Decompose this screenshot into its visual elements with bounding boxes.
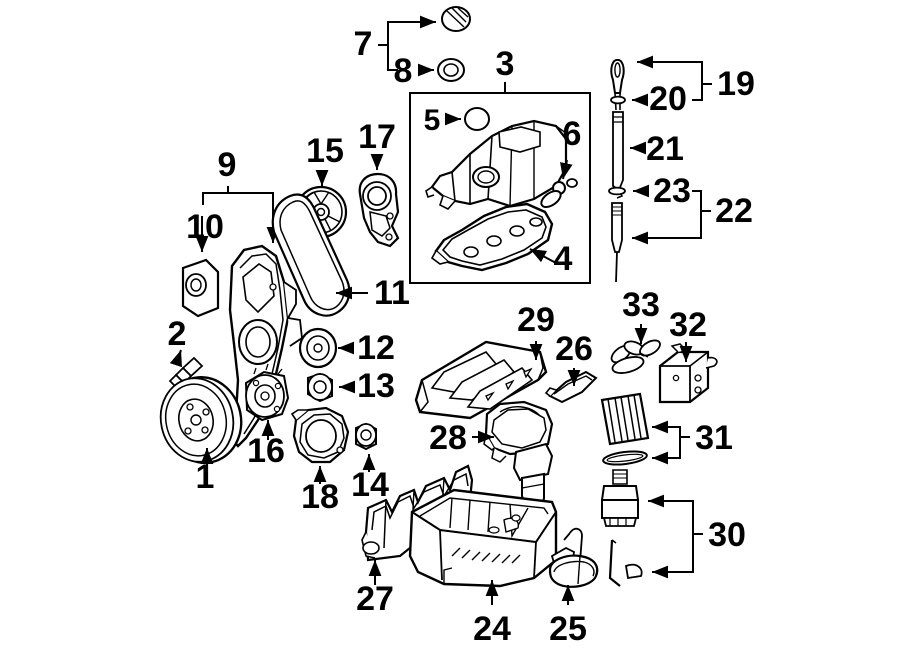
part-dipstick	[610, 59, 626, 199]
callout-labels: 1 2 3 4 5 6 7 8 9 10 11 12 13 14 15 16 1…	[168, 25, 755, 648]
part-belt-tensioner-bracket	[358, 172, 400, 248]
leader-7-bracket	[378, 15, 436, 71]
callout-14: 14	[351, 466, 389, 504]
callout-24: 24	[473, 610, 511, 648]
callout-17: 17	[358, 118, 396, 156]
leader-31-bracket	[652, 420, 690, 465]
callout-28: 28	[429, 419, 467, 457]
part-crankshaft-sprocket	[244, 363, 290, 422]
part-oil-filter-element	[600, 392, 650, 446]
callout-27: 27	[356, 580, 394, 618]
callout-21: 21	[646, 130, 684, 168]
part-oil-filler-cap-gasket	[437, 58, 465, 82]
callout-23: 23	[653, 172, 691, 210]
part-oil-pan	[408, 488, 558, 588]
valve-cover-group-box	[409, 82, 591, 284]
part-oil-filler-cap	[441, 6, 471, 32]
leader-4	[529, 248, 557, 264]
callout-30: 30	[708, 516, 746, 554]
leader-6	[560, 159, 573, 180]
callout-29: 29	[517, 301, 555, 339]
callout-2: 2	[168, 315, 187, 353]
callout-3: 3	[496, 45, 515, 83]
callout-15: 15	[306, 132, 344, 170]
part-dipstick-tube	[608, 186, 626, 283]
callout-9: 9	[218, 146, 237, 184]
callout-12: 12	[357, 329, 395, 367]
callout-6: 6	[563, 115, 582, 153]
callout-1: 1	[196, 458, 215, 496]
part-timing-belt	[271, 193, 351, 317]
callout-11: 11	[374, 274, 410, 312]
part-tensioner-pulley	[307, 372, 333, 403]
callout-5: 5	[424, 104, 441, 137]
part-valve-cover	[425, 119, 568, 210]
leader-22-bracket	[632, 190, 711, 245]
callout-25: 25	[549, 610, 587, 648]
callout-13: 13	[357, 367, 395, 405]
callout-31: 31	[695, 419, 733, 457]
callout-16: 16	[247, 432, 285, 470]
part-timing-cover-lower	[181, 258, 220, 318]
callout-26: 26	[555, 330, 593, 368]
callout-4: 4	[554, 240, 573, 278]
part-oil-pressure-switch	[600, 469, 640, 527]
part-oil-cooler	[658, 343, 718, 404]
callout-33: 33	[622, 286, 660, 324]
callout-22: 22	[715, 192, 753, 230]
part-front-oil-seal-housing	[290, 406, 350, 464]
callout-20: 20	[649, 80, 687, 118]
callout-7: 7	[354, 25, 373, 63]
callout-18: 18	[301, 478, 339, 516]
callout-32: 32	[669, 306, 707, 344]
part-bushing	[355, 422, 377, 451]
part-oil-filler-seal	[464, 107, 490, 131]
part-oil-cooler-lines	[610, 339, 661, 374]
part-oil-filter-gasket	[602, 450, 648, 466]
callout-19: 19	[717, 65, 755, 103]
part-oil-pump-pickup-tube	[548, 527, 599, 588]
part-oil-pressure-switch-clip	[608, 539, 643, 587]
part-valve-cover-gasket	[430, 202, 554, 272]
leader-30-bracket	[648, 494, 703, 579]
part-spark-plug-tube-seal	[540, 178, 578, 208]
part-idler-pulley	[298, 327, 338, 369]
part-crankshaft-pulley	[159, 376, 243, 464]
leader-19-bracket	[637, 55, 712, 101]
callout-10: 10	[186, 208, 224, 246]
leader-2	[169, 349, 183, 368]
callout-8: 8	[394, 52, 413, 90]
part-windage-tray	[414, 340, 548, 420]
